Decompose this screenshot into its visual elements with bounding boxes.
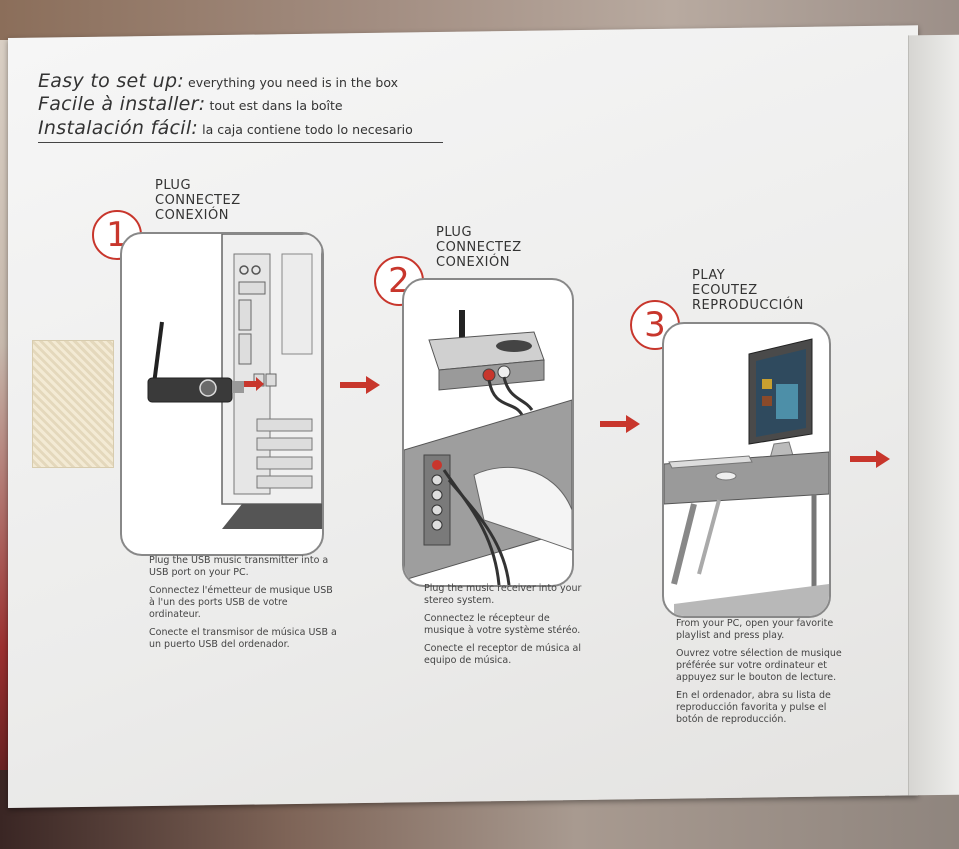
step2-illustration-panel <box>402 278 574 587</box>
box-flap <box>908 34 959 796</box>
step2-caption-fr: Connectez le récepteur de musique à votr… <box>424 613 581 636</box>
step1-caption-en: Plug the USB music transmitter into a US… <box>149 555 329 578</box>
step1-caption-fr: Connectez l'émetteur de musique USB à l'… <box>149 585 333 620</box>
step3-illustration-panel <box>662 322 831 618</box>
step1-pc-illustration <box>147 234 322 529</box>
step2-caption-es: Conecte el receptor de música al equipo … <box>424 643 582 666</box>
step1-caption: Plug the USB music transmitter into a US… <box>149 555 339 657</box>
step3-label-en: PLAY <box>692 268 726 283</box>
step3-labels: PLAY ECOUTEZ REPRODUCCIÓN <box>692 268 804 313</box>
step1-caption-es: Conecte el transmisor de música USB a un… <box>149 627 337 650</box>
arrow-right-icon <box>600 415 640 433</box>
step2-stereo-illustration <box>404 310 572 585</box>
header-line-fr: Facile à installer: tout est dans la boî… <box>38 93 343 115</box>
rca-cable-icon <box>482 365 534 416</box>
header-line-en: Easy to set up: everything you need is i… <box>38 70 398 92</box>
step1-labels: PLUG CONNECTEZ CONEXIÓN <box>155 178 241 223</box>
step3-desktop-illustration <box>664 338 829 616</box>
step3-label-fr: ECOUTEZ <box>692 283 758 298</box>
header-fr-bold: Facile à installer: <box>38 93 206 115</box>
step3-label-es: REPRODUCCIÓN <box>692 298 804 313</box>
step2-labels: PLUG CONNECTEZ CONEXIÓN <box>436 225 522 270</box>
step1-illustration-panel <box>120 232 324 556</box>
header-line-es: Instalación fácil: la caja contiene todo… <box>38 117 413 139</box>
desktop-monitor-icon <box>748 338 813 470</box>
step1-label-fr: CONNECTEZ <box>155 193 241 208</box>
step1-label-es: CONEXIÓN <box>155 208 229 223</box>
header-es-bold: Instalación fácil: <box>38 117 199 139</box>
header-es-rest: la caja contiene todo lo necesario <box>198 122 413 137</box>
header-fr-rest: tout est dans la boîte <box>205 98 343 113</box>
step2-label-es: CONEXIÓN <box>436 255 510 270</box>
arrow-right-icon <box>850 450 890 468</box>
step2-caption-en: Plug the music receiver into your stereo… <box>424 583 582 606</box>
step2-label-en: PLUG <box>436 225 473 240</box>
step3-caption: From your PC, open your favorite playlis… <box>676 618 846 732</box>
header-rule <box>38 142 443 143</box>
velcro-strip <box>32 340 114 468</box>
header-en-rest: everything you need is in the box <box>184 75 399 90</box>
step2-label-fr: CONNECTEZ <box>436 240 522 255</box>
step3-caption-fr: Ouvrez votre sélection de musique préfér… <box>676 648 842 683</box>
header-en-bold: Easy to set up: <box>38 70 185 92</box>
step3-caption-en: From your PC, open your favorite playlis… <box>676 618 834 641</box>
arrow-right-icon <box>340 376 380 394</box>
usb-transmitter-icon <box>147 321 244 403</box>
step1-label-en: PLUG <box>155 178 192 193</box>
step3-caption-es: En el ordenador, abra su lista de reprod… <box>676 690 831 725</box>
step2-caption: Plug the music receiver into your stereo… <box>424 583 589 673</box>
